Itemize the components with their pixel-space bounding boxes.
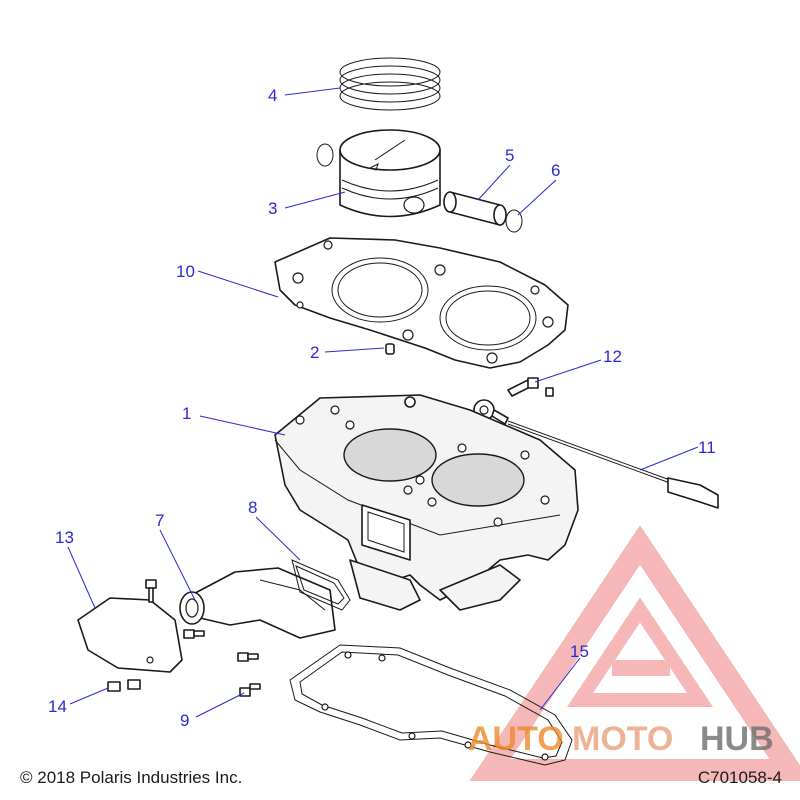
callout-8: 8 bbox=[248, 498, 257, 517]
callout-10: 10 bbox=[176, 262, 195, 281]
bolt-lower bbox=[237, 652, 259, 662]
callout-4: 4 bbox=[268, 86, 277, 105]
callout-2: 2 bbox=[310, 343, 319, 362]
base-gasket bbox=[289, 644, 573, 766]
watermark-auto: AUTO bbox=[468, 720, 564, 758]
leader-lines bbox=[67, 87, 699, 718]
callout-5: 5 bbox=[505, 146, 514, 165]
watermark-text: AUTO MOTO HUB bbox=[468, 720, 774, 758]
water-outlet-housing bbox=[179, 567, 336, 639]
bolt-upper bbox=[145, 579, 157, 603]
bolts-14 bbox=[107, 679, 141, 692]
callout-15: 15 bbox=[570, 642, 589, 661]
callout-13: 13 bbox=[55, 528, 74, 547]
head-gasket bbox=[274, 237, 569, 369]
watermark-hub: HUB bbox=[700, 720, 774, 758]
callout-7: 7 bbox=[155, 511, 164, 530]
outlet-gasket bbox=[291, 559, 351, 611]
dowel-pin bbox=[385, 343, 395, 355]
piston bbox=[339, 129, 441, 218]
sensor-bolt bbox=[507, 377, 554, 397]
callout-11: 11 bbox=[698, 438, 716, 457]
watermark-logo bbox=[469, 525, 800, 781]
piston-rings bbox=[339, 57, 441, 111]
drawing-number: C701058-4 bbox=[697, 768, 782, 787]
piston-pin bbox=[443, 191, 507, 226]
bolt-9 bbox=[239, 683, 261, 697]
bolt-mid bbox=[183, 629, 205, 639]
callout-6: 6 bbox=[551, 161, 560, 180]
callout-3: 3 bbox=[268, 199, 277, 218]
watermark-moto: MOTO bbox=[572, 720, 673, 758]
callout-1: 1 bbox=[182, 404, 191, 423]
piston-pin-clip-left bbox=[316, 143, 334, 167]
cylinder-block bbox=[274, 394, 579, 611]
copyright-notice: © 2018 Polaris Industries Inc. bbox=[20, 768, 243, 787]
callout-labels: 1 2 3 4 5 6 7 8 9 10 11 12 13 14 15 bbox=[48, 86, 716, 730]
heat-shield bbox=[77, 597, 183, 673]
callout-12: 12 bbox=[603, 347, 622, 366]
piston-pin-clip bbox=[505, 209, 523, 233]
callout-14: 14 bbox=[48, 697, 67, 716]
callout-9: 9 bbox=[180, 711, 189, 730]
